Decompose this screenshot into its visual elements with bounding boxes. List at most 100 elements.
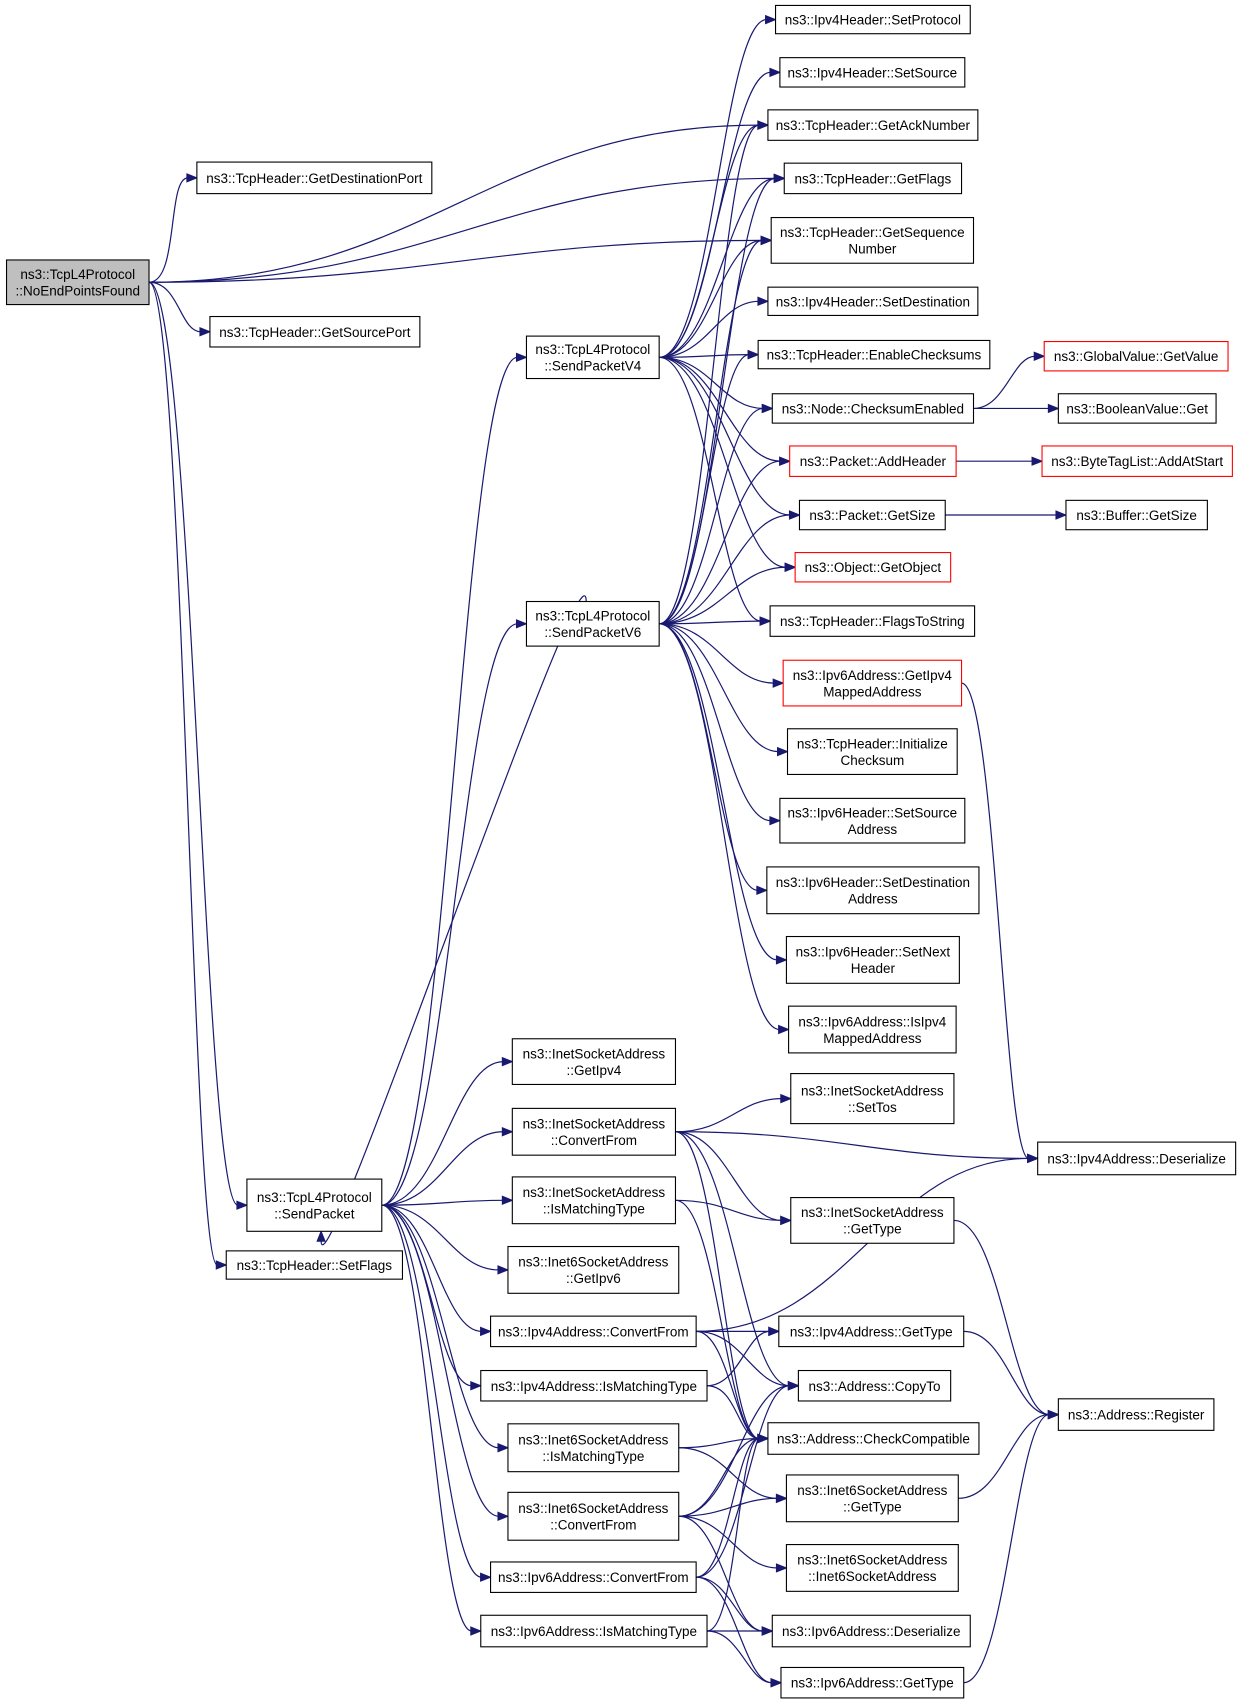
node-inet6-is-match[interactable]: ns3::Inet6SocketAddress::IsMatchingType: [507, 1423, 680, 1473]
edge-get-ipv4-mapped-to-ipv4-deser: [961, 682, 1030, 1160]
edge-arrowhead: [316, 1229, 326, 1242]
node-box: [782, 659, 963, 707]
node-label: ns3::Ipv6Address::ConvertFrom: [498, 1570, 689, 1585]
node-label: ns3::Ipv4Address::IsMatchingType: [491, 1379, 697, 1394]
node-label: ns3::ByteTagList::AddAtStart: [1051, 454, 1223, 469]
node-label: ns3::InetSocketAddress: [801, 1205, 944, 1220]
edge-arrowhead: [773, 173, 786, 184]
node-inet6-get-type[interactable]: ns3::Inet6SocketAddress::GetType: [785, 1474, 959, 1523]
node-ipv4-set-dest[interactable]: ns3::Ipv4Header::SetDestination: [767, 286, 979, 316]
node-ipv6-convert[interactable]: ns3::Ipv6Address::ConvertFrom: [490, 1561, 697, 1593]
node-box: [790, 1197, 955, 1244]
node-ipv4-get-type[interactable]: ns3::Ipv4Address::GetType: [778, 1315, 965, 1348]
node-label: MappedAddress: [823, 684, 922, 699]
node-ipv4-deser[interactable]: ns3::Ipv4Address::Deserialize: [1037, 1141, 1237, 1176]
edge-root-to-get-ack: [149, 124, 759, 283]
node-inet6-get-ipv6[interactable]: ns3::Inet6SocketAddress::GetIpv6: [507, 1245, 680, 1294]
node-box: [225, 1250, 404, 1280]
node-get-flags[interactable]: ns3::TcpHeader::GetFlags: [783, 162, 963, 195]
node-inet-is-match[interactable]: ns3::InetSocketAddress::IsMatchingType: [511, 1176, 677, 1225]
node-box: [480, 1369, 708, 1402]
node-copy-to[interactable]: ns3::Address::CopyTo: [797, 1369, 952, 1402]
node-root[interactable]: ns3::TcpL4Protocol::NoEndPointsFound: [5, 259, 150, 306]
node-add-at-start[interactable]: ns3::ByteTagList::AddAtStart: [1041, 445, 1233, 477]
edge-arrowhead: [780, 1093, 793, 1104]
node-box: [507, 1245, 680, 1294]
node-get-src-port[interactable]: ns3::TcpHeader::GetSourcePort: [209, 315, 421, 348]
node-box: [798, 499, 946, 531]
node-add-header[interactable]: ns3::Packet::AddHeader: [789, 445, 957, 477]
edge-ipv4-get-type-to-register: [963, 1330, 1050, 1416]
edge-send-v4-to-enable-ck: [659, 353, 750, 358]
edge-arrowhead: [199, 327, 212, 337]
node-box: [767, 1422, 980, 1455]
node-inet-convert[interactable]: ns3::InetSocketAddress::ConvertFrom: [511, 1107, 677, 1156]
node-inet-get-type[interactable]: ns3::InetSocketAddress::GetType: [790, 1197, 955, 1244]
node-ipv6-deser[interactable]: ns3::Ipv6Address::Deserialize: [771, 1614, 971, 1648]
edge-arrowhead: [779, 456, 792, 466]
edge-arrowhead: [501, 1195, 514, 1206]
node-inet6-ctor[interactable]: ns3::Inet6SocketAddress::Inet6SocketAddr…: [785, 1544, 959, 1592]
node-get-dest-port[interactable]: ns3::TcpHeader::GetDestinationPort: [196, 161, 433, 195]
node-label: ns3::Node::ChecksumEnabled: [782, 401, 964, 416]
edge-arrowhead: [1047, 1409, 1060, 1420]
edge-arrowhead: [770, 1677, 783, 1688]
node-set-flags[interactable]: ns3::TcpHeader::SetFlags: [225, 1250, 404, 1280]
node-box: [794, 552, 952, 583]
node-ipv4-is-match[interactable]: ns3::Ipv4Address::IsMatchingType: [480, 1369, 708, 1402]
node-inet-get-ipv4[interactable]: ns3::InetSocketAddress::GetIpv4: [511, 1038, 677, 1086]
node-check-compat[interactable]: ns3::Address::CheckCompatible: [767, 1422, 980, 1455]
node-send-packet[interactable]: ns3::TcpL4Protocol::SendPacket: [246, 1178, 383, 1232]
edge-inet-is-match-to-inet-get-type: [675, 1199, 782, 1222]
node-pkt-get-size[interactable]: ns3::Packet::GetSize: [798, 499, 946, 531]
node-global-get[interactable]: ns3::GlobalValue::GetValue: [1043, 340, 1229, 372]
node-register[interactable]: ns3::Address::Register: [1057, 1398, 1215, 1431]
edge-arrowhead: [515, 619, 528, 629]
node-ipv6-is-match[interactable]: ns3::Ipv6Address::IsMatchingType: [480, 1614, 708, 1648]
node-buf-get-size[interactable]: ns3::Buffer::GetSize: [1065, 499, 1208, 531]
edge-arrowhead: [480, 1572, 492, 1582]
node-ipv4-set-source[interactable]: ns3::Ipv4Header::SetSource: [779, 57, 966, 88]
node-ipv4-convert[interactable]: ns3::Ipv4Address::ConvertFrom: [490, 1315, 697, 1348]
node-ipv4-set-protocol[interactable]: ns3::Ipv4Header::SetProtocol: [774, 4, 971, 35]
edge-root-to-get-seq: [149, 239, 763, 283]
node-send-v6[interactable]: ns3::TcpL4Protocol::SendPacketV6: [525, 600, 660, 647]
edge-send-packet-to-send-v6: [381, 623, 518, 1206]
node-box: [511, 1107, 677, 1156]
node-send-v4[interactable]: ns3::TcpL4Protocol::SendPacketV4: [525, 335, 660, 380]
edge-inet-is-match-to-check-compat: [675, 1199, 760, 1440]
node-label: Address: [848, 822, 898, 837]
node-inet6-convert[interactable]: ns3::Inet6SocketAddress::ConvertFrom: [507, 1491, 680, 1541]
node-ipv6-get-type[interactable]: ns3::Ipv6Address::GetType: [780, 1666, 965, 1699]
node-label: ::Inet6SocketAddress: [808, 1569, 937, 1584]
node-bool-get[interactable]: ns3::BooleanValue::Get: [1057, 393, 1217, 424]
node-label: ns3::TcpHeader::GetSourcePort: [219, 325, 411, 340]
node-ck-enabled[interactable]: ns3::Node::ChecksumEnabled: [771, 393, 975, 424]
edge-send-v6-to-get-ack: [659, 124, 760, 625]
edge-arrowhead: [775, 1493, 788, 1504]
edge-arrowhead: [769, 67, 782, 78]
node-get-ack[interactable]: ns3::TcpHeader::GetAckNumber: [767, 109, 979, 141]
edge-arrowhead: [515, 352, 528, 363]
node-flags-to-str[interactable]: ns3::TcpHeader::FlagsToString: [769, 605, 976, 637]
node-enable-ck[interactable]: ns3::TcpHeader::EnableChecksums: [757, 339, 991, 370]
edge-send-v6-to-get-ipv4-mapped: [659, 623, 775, 684]
edge-arrowhead: [1031, 456, 1044, 466]
edge-arrowhead: [747, 349, 760, 360]
node-box: [778, 1315, 965, 1348]
edge-arrowhead: [759, 616, 772, 626]
node-inet-set-tos[interactable]: ns3::InetSocketAddress::SetTos: [790, 1073, 955, 1125]
edge-arrowhead: [497, 1443, 510, 1453]
edge-arrowhead: [788, 510, 801, 520]
edge-send-packet-to-inet6-get-ipv6: [381, 1204, 499, 1271]
node-box: [507, 1491, 680, 1541]
call-graph-nodes: ns3::TcpL4Protocol::NoEndPointsFoundns3:…: [5, 4, 1237, 1699]
node-get-object[interactable]: ns3::Object::GetObject: [794, 552, 952, 583]
